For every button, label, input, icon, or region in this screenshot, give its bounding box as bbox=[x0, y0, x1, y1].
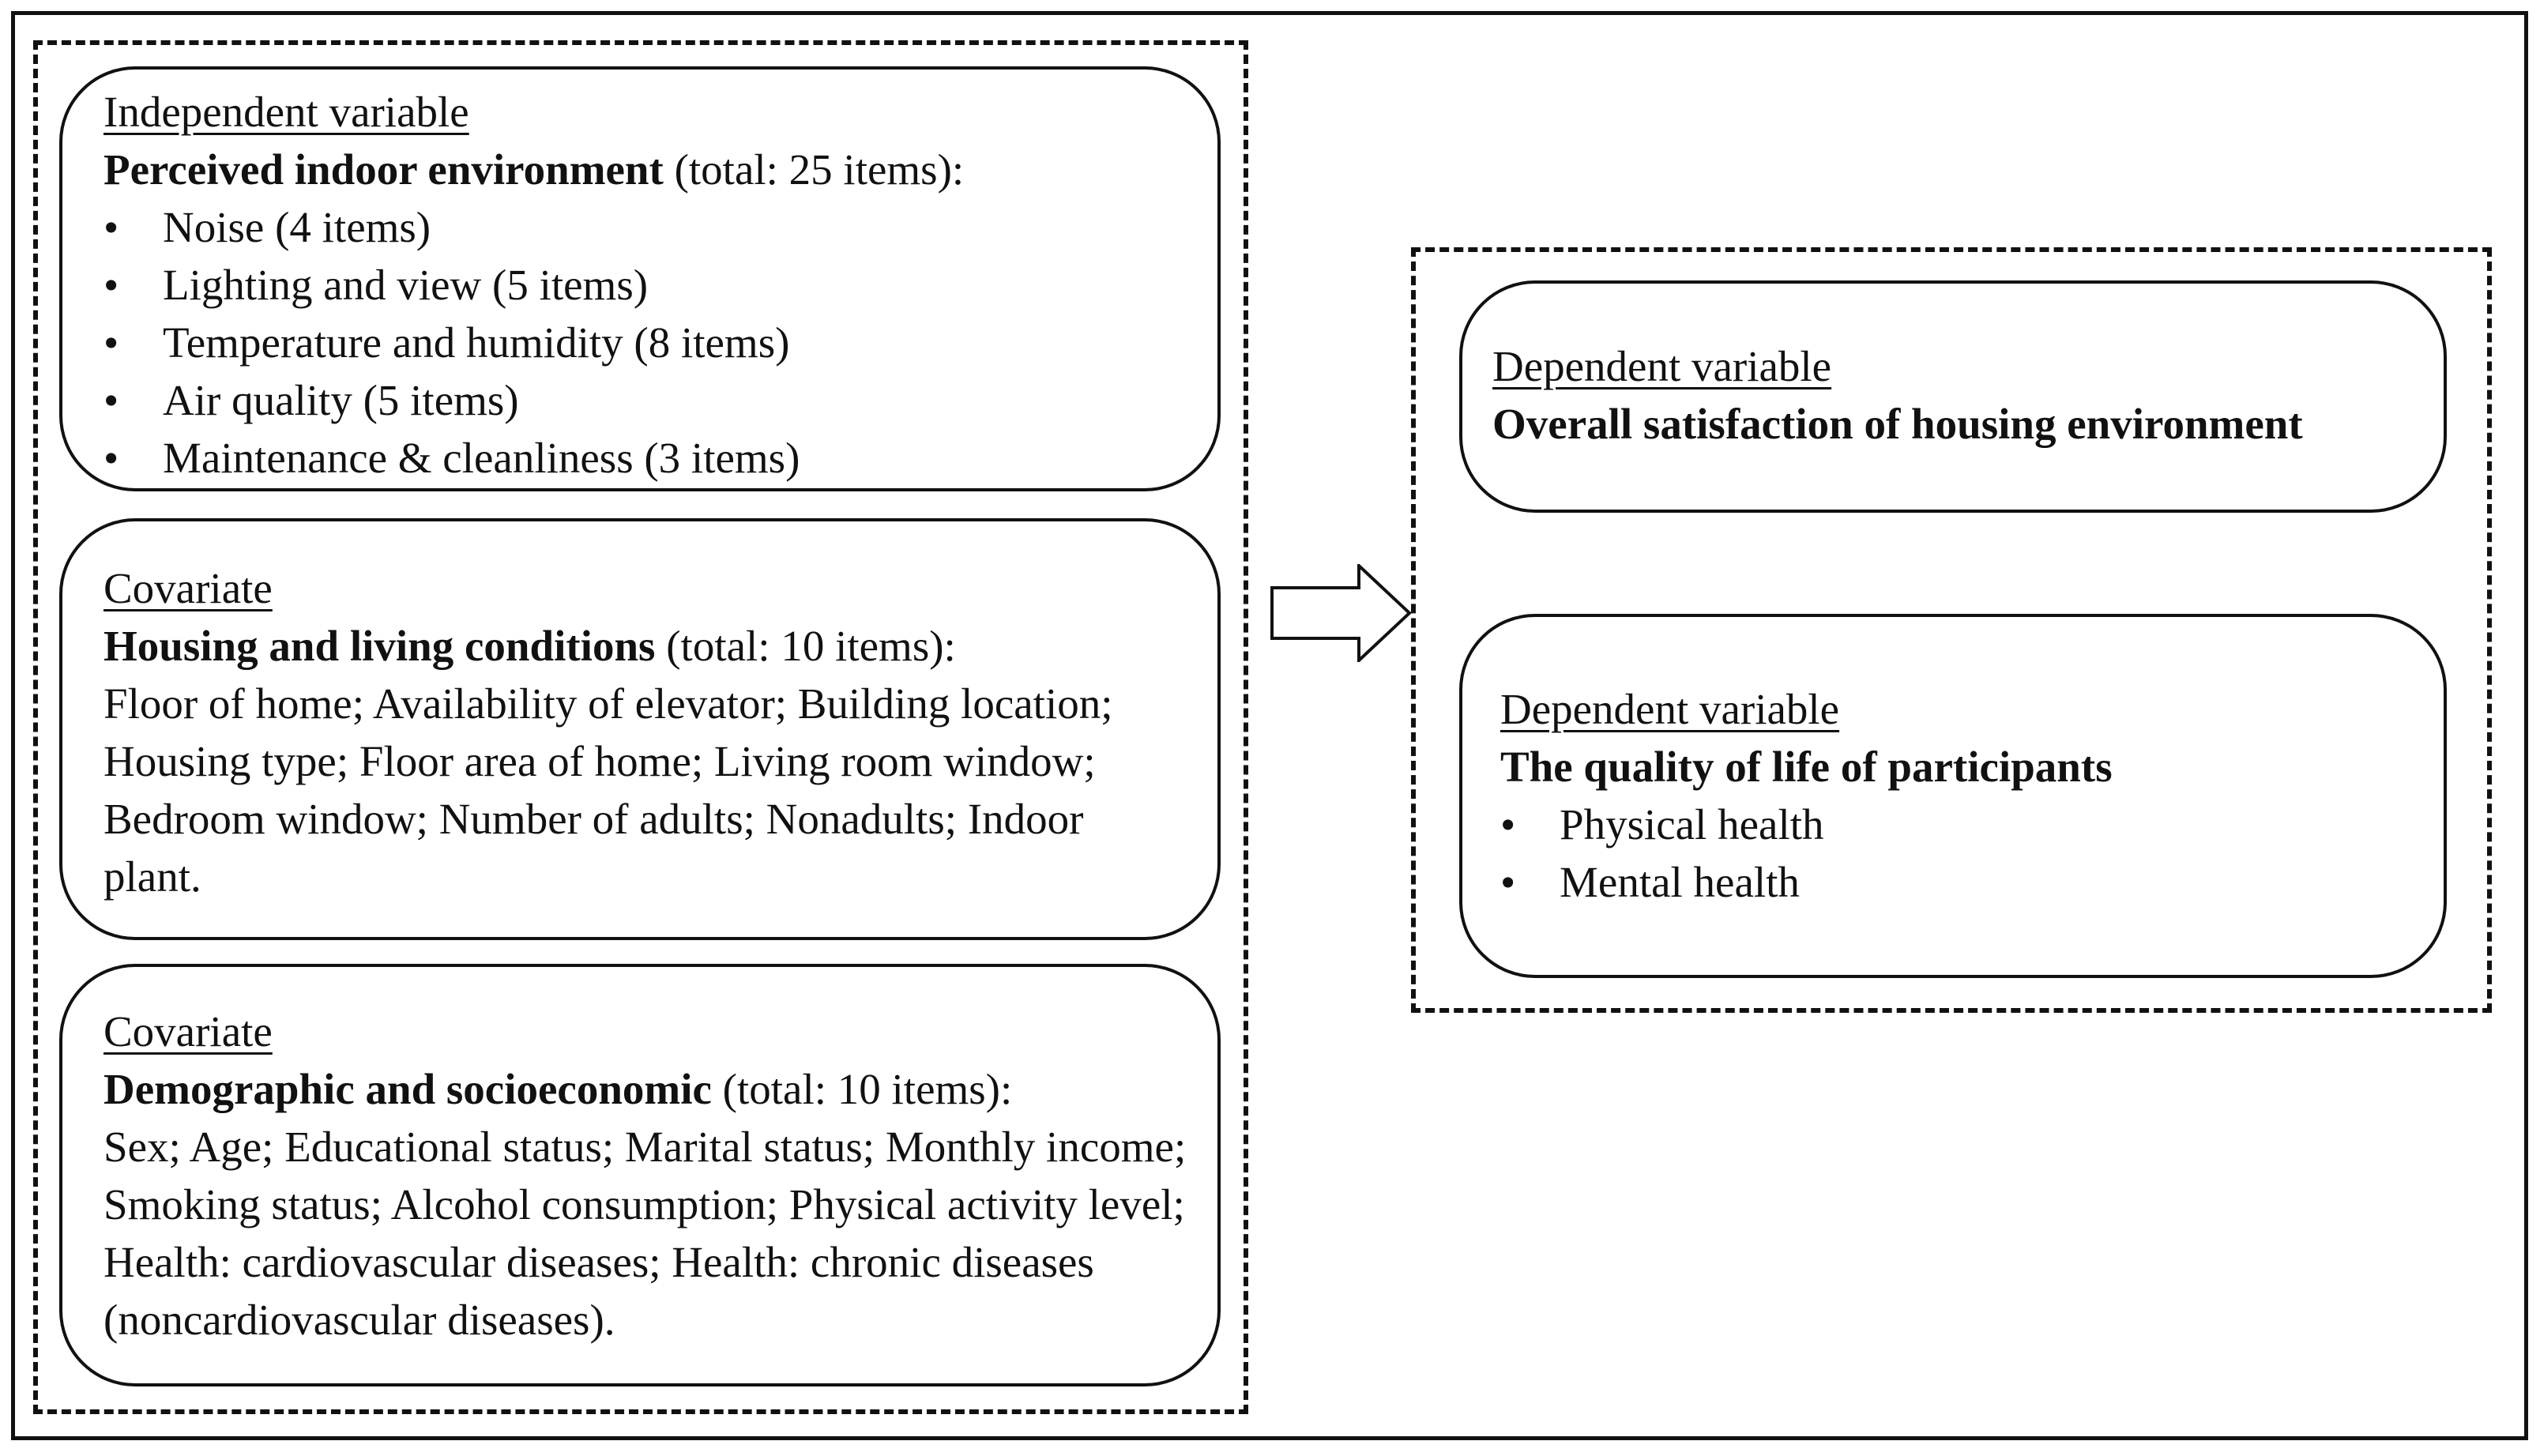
list-item: • Mental health bbox=[1500, 853, 2444, 911]
right-arrow-icon bbox=[1270, 564, 1412, 662]
list-item: • Lighting and view (5 items) bbox=[103, 256, 1217, 314]
demographic-covariate-heading: Covariate bbox=[103, 1007, 273, 1055]
housing-covariate-heading: Covariate bbox=[103, 564, 273, 612]
bullet-icon: • bbox=[103, 261, 119, 309]
demographic-covariate-list: Sex; Age; Educational status; Marital st… bbox=[103, 1123, 1187, 1344]
independent-variable-box: Independent variable Perceived indoor en… bbox=[59, 66, 1221, 491]
bullet-icon: • bbox=[103, 434, 119, 482]
independent-variable-title-line: Perceived indoor environment (total: 25 … bbox=[103, 141, 1217, 198]
housing-covariate-list: Floor of home; Availability of elevator;… bbox=[103, 679, 1113, 901]
list-item: • Temperature and humidity (8 items) bbox=[103, 314, 1217, 371]
quality-of-life-title: The quality of life of participants bbox=[1500, 743, 2113, 791]
bullet-icon: • bbox=[103, 376, 119, 424]
list-item-text: Air quality (5 items) bbox=[163, 376, 519, 424]
satisfaction-dependent-heading: Dependent variable bbox=[1492, 342, 1832, 390]
quality-of-life-dependent-box: Dependent variable The quality of life o… bbox=[1459, 614, 2447, 978]
list-item: • Air quality (5 items) bbox=[103, 371, 1217, 429]
independent-variable-count: (total: 25 items): bbox=[663, 145, 965, 194]
quality-of-life-items: • Physical health • Mental health bbox=[1500, 796, 2444, 911]
list-item: • Physical health bbox=[1500, 796, 2444, 853]
satisfaction-dependent-title: Overall satisfaction of housing environm… bbox=[1492, 400, 2303, 448]
bullet-icon: • bbox=[103, 318, 119, 367]
independent-variable-heading: Independent variable bbox=[103, 88, 469, 136]
list-item-text: Mental health bbox=[1560, 858, 1800, 906]
demographic-covariate-title-line: Demographic and socioeconomic (total: 10… bbox=[103, 1060, 1194, 1118]
satisfaction-dependent-box: Dependent variable Overall satisfaction … bbox=[1459, 280, 2447, 513]
bullet-icon: • bbox=[1500, 800, 1516, 848]
bullet-icon: • bbox=[103, 203, 119, 251]
list-item-text: Noise (4 items) bbox=[163, 203, 431, 251]
list-item-text: Lighting and view (5 items) bbox=[163, 261, 649, 309]
list-item-text: Maintenance & cleanliness (3 items) bbox=[163, 434, 800, 482]
outcomes-group bbox=[1411, 247, 2492, 1013]
housing-covariate-count: (total: 10 items): bbox=[655, 622, 956, 670]
independent-variable-items: • Noise (4 items) • Lighting and view (5 i… bbox=[103, 198, 1217, 487]
housing-covariate-title: Housing and living conditions bbox=[103, 622, 656, 670]
demographic-covariate-count: (total: 10 items): bbox=[711, 1065, 1013, 1113]
predictors-group bbox=[33, 40, 1248, 1414]
list-item: • Noise (4 items) bbox=[103, 198, 1217, 256]
list-item: • Maintenance & cleanliness (3 items) bbox=[103, 429, 1217, 487]
housing-covariate-title-line: Housing and living conditions (total: 10… bbox=[103, 617, 1186, 675]
demographic-covariate-box: Covariate Demographic and socioeconomic … bbox=[59, 964, 1221, 1386]
independent-variable-title: Perceived indoor environment bbox=[103, 145, 664, 194]
list-item-text: Temperature and humidity (8 items) bbox=[163, 318, 790, 367]
housing-covariate-box: Covariate Housing and living conditions … bbox=[59, 518, 1221, 940]
demographic-covariate-title: Demographic and socioeconomic bbox=[103, 1065, 712, 1113]
list-item-text: Physical health bbox=[1560, 800, 1824, 848]
quality-of-life-heading: Dependent variable bbox=[1500, 685, 1840, 733]
bullet-icon: • bbox=[1500, 858, 1516, 906]
figure-frame bbox=[11, 11, 2528, 1440]
